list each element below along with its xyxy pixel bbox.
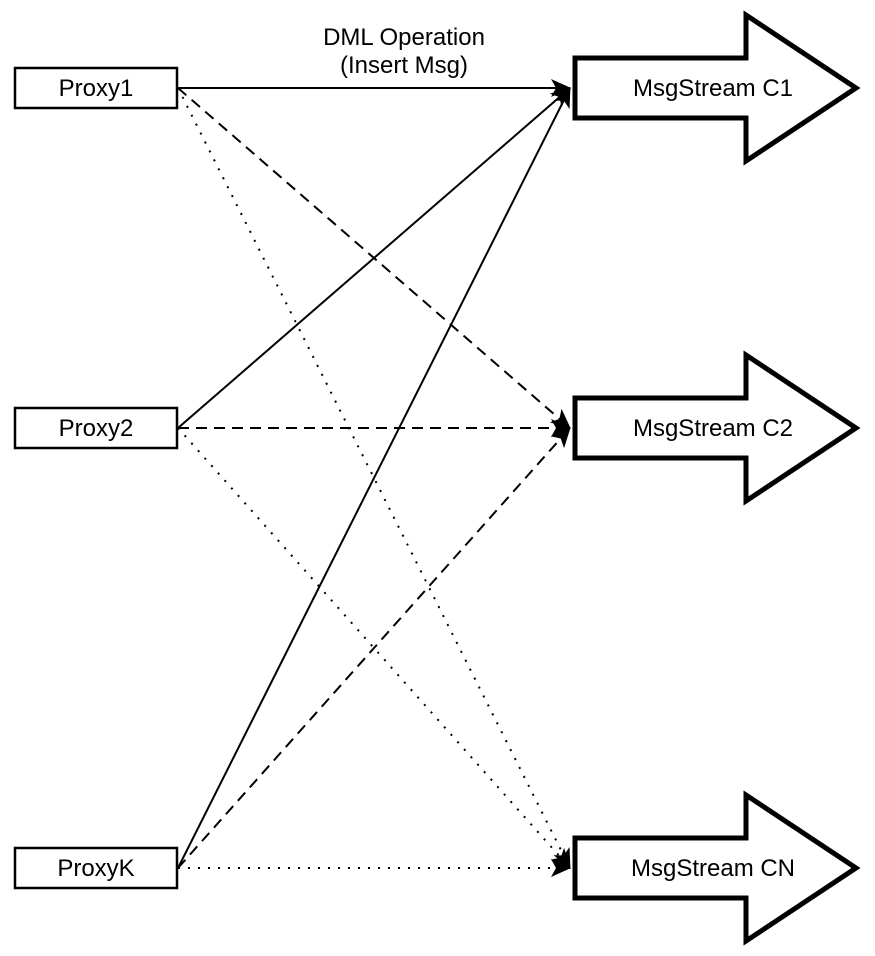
msgstream-c2-arrow-shape	[572, 350, 861, 506]
edge-label-line1: DML Operation	[323, 24, 485, 51]
edge-proxy2-c1	[177, 87, 571, 429]
msgstream-c2-node: MsgStream C2	[572, 350, 861, 506]
proxyk-box	[13, 846, 179, 890]
msgstream-c2-label: MsgStream C2	[633, 415, 793, 442]
proxy1-label: Proxy1	[59, 75, 134, 102]
msgstream-cn-node: MsgStream CN	[572, 790, 861, 946]
dml-operation-annotation: DML Operation (Insert Msg)	[323, 24, 485, 79]
proxy2-box	[13, 406, 179, 450]
proxyk-node: ProxyK	[13, 846, 179, 890]
msgstream-c1-arrow-shape	[572, 10, 861, 166]
edge-proxy2-cn	[177, 427, 571, 869]
edge-group	[177, 79, 571, 877]
proxy2-node: Proxy2	[13, 406, 179, 450]
msgstream-c1-label: MsgStream C1	[633, 75, 793, 102]
msgstream-cn-label: MsgStream CN	[631, 855, 795, 882]
proxy1-node: Proxy1	[13, 66, 179, 110]
msgstream-c1-node: MsgStream C1	[572, 10, 861, 166]
edge-proxyk-c2	[177, 427, 571, 869]
proxy1-box	[13, 66, 179, 110]
edge-proxyk-c1	[177, 87, 571, 869]
edge-label-line2: (Insert Msg)	[340, 52, 468, 79]
proxy2-label: Proxy2	[59, 415, 134, 442]
msgstream-cn-arrow-shape	[572, 790, 861, 946]
proxyk-label: ProxyK	[57, 855, 134, 882]
